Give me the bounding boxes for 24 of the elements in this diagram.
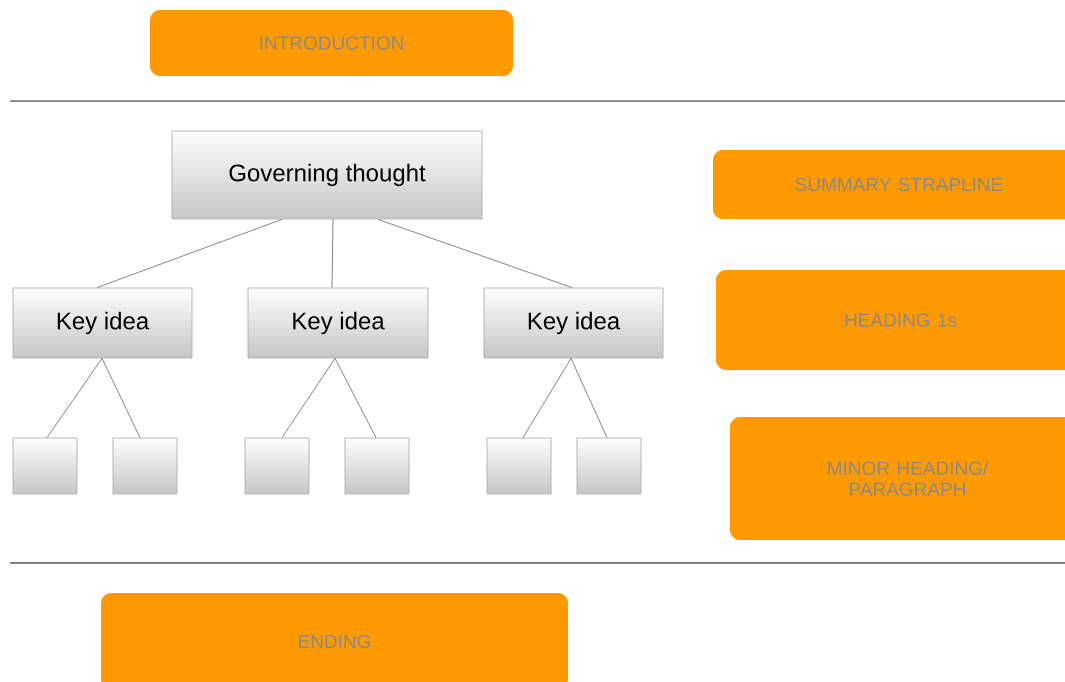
- empty-box: [344, 437, 410, 495]
- empty-box: [576, 437, 642, 495]
- section-band: MINOR HEADING/ PARAGRAPH: [730, 417, 1065, 540]
- connector-line: [570, 358, 608, 438]
- empty-box: [112, 437, 178, 495]
- section-band: INTRODUCTION: [150, 10, 513, 76]
- connector-line: [101, 358, 141, 438]
- connector-line: [96, 219, 283, 288]
- idea-box: Key idea: [247, 287, 429, 359]
- section-band: ENDING: [101, 593, 568, 682]
- connector-line: [281, 358, 336, 438]
- section-band: HEADING 1s: [716, 270, 1065, 370]
- section-band: SUMMARY STRAPLINE: [713, 150, 1065, 219]
- empty-box: [486, 437, 552, 495]
- connector-line: [46, 358, 103, 438]
- empty-box: [12, 437, 78, 495]
- idea-box: Key idea: [483, 287, 664, 359]
- empty-box: [244, 437, 310, 495]
- connector-line: [334, 358, 377, 438]
- connector-line: [522, 358, 572, 438]
- idea-box: Governing thought: [171, 130, 483, 220]
- connector-line: [377, 219, 573, 288]
- connector-line: [331, 219, 334, 288]
- idea-box: Key idea: [12, 287, 193, 359]
